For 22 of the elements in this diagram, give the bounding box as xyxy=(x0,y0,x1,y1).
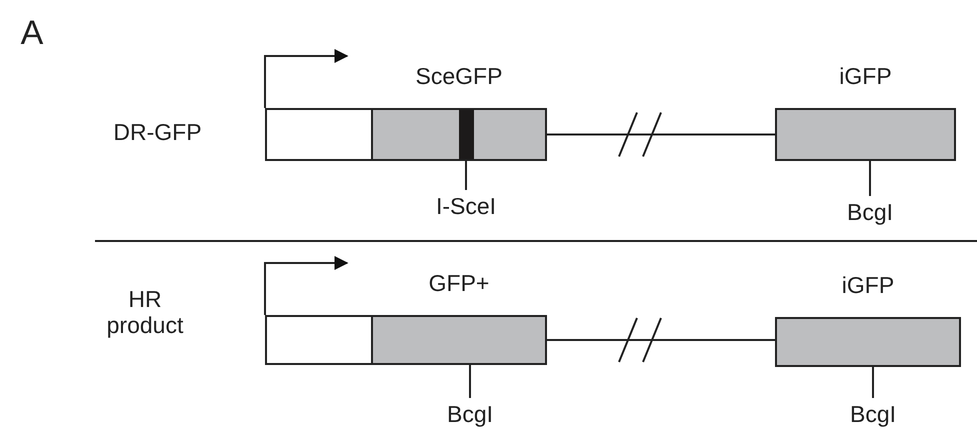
gene-label: iGFP xyxy=(842,272,894,299)
promoter-arrow xyxy=(264,256,348,315)
gene-label: iGFP xyxy=(839,63,892,90)
gene-label: GFP+ xyxy=(428,270,490,297)
site-label: BcgI xyxy=(830,196,910,228)
promoter-box xyxy=(265,108,373,161)
leader-line xyxy=(872,367,874,398)
leader-line xyxy=(869,161,871,196)
site-label: BcgI xyxy=(430,398,510,430)
construct-label: DR-GFP xyxy=(112,119,203,146)
linker-line xyxy=(547,339,775,341)
cut-site-bar xyxy=(459,110,474,159)
site-label: I-SceI xyxy=(421,190,511,222)
panel-letter: A xyxy=(20,14,44,54)
promoter-box xyxy=(265,315,373,365)
linker-line xyxy=(547,134,775,136)
construct-label: HR product xyxy=(106,286,184,339)
promoter-arrow xyxy=(264,49,348,108)
leader-line xyxy=(465,159,467,190)
site-label: BcgI xyxy=(833,398,913,430)
gene-label: SceGFP xyxy=(416,63,502,90)
leader-line xyxy=(469,365,471,398)
